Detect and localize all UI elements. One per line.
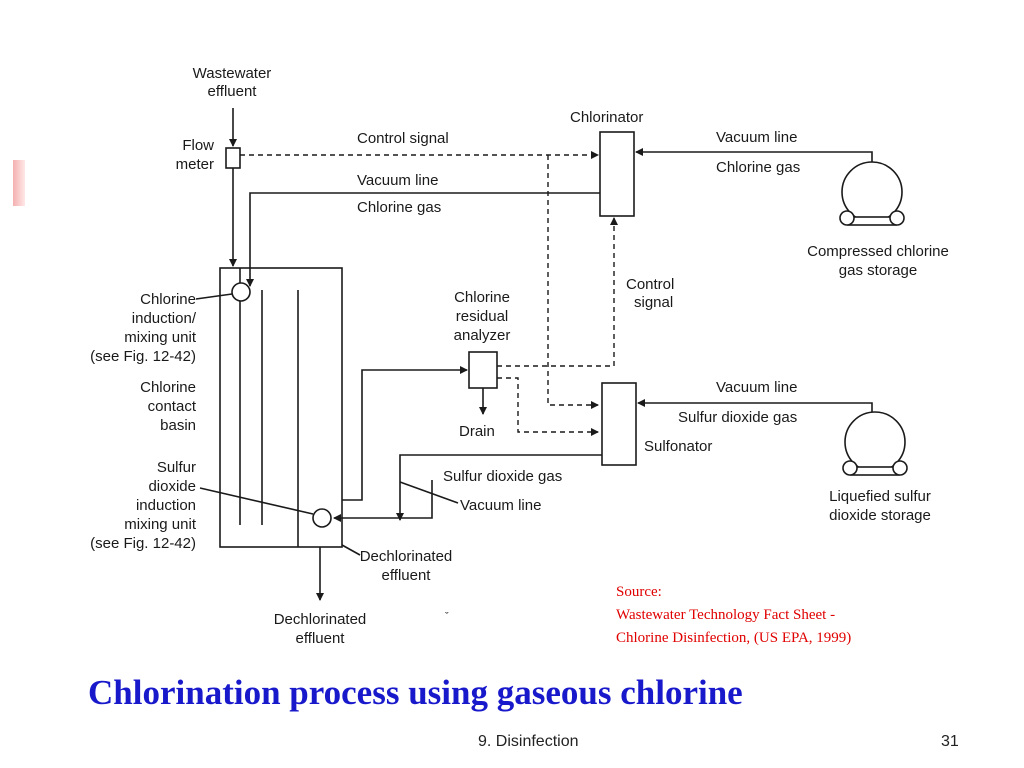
- svg-text:effluent: effluent: [208, 83, 258, 100]
- svg-text:induction/: induction/: [132, 310, 197, 327]
- label-so2-gas-right: Sulfur dioxide gas: [678, 409, 797, 426]
- label-chlorine-gas-right: Chlorine gas: [716, 159, 800, 176]
- svg-text:dioxide storage: dioxide storage: [829, 507, 931, 524]
- svg-text:ˇ: ˇ: [445, 611, 449, 623]
- svg-text:basin: basin: [160, 417, 196, 434]
- label-drain: Drain: [459, 423, 495, 440]
- svg-text:effluent: effluent: [296, 630, 346, 647]
- label-vacuum-line-so2: Vacuum line: [716, 379, 797, 396]
- chlorine-residual-analyzer: [468, 351, 498, 389]
- label-vacuum-line-cl: Vacuum line: [716, 129, 797, 146]
- source-citation: Source: Wastewater Technology Fact Sheet…: [616, 581, 976, 650]
- label-wastewater-effluent: Wastewater: [193, 65, 272, 82]
- source-line-1: Wastewater Technology Fact Sheet -: [616, 607, 836, 623]
- label-vacuum-line-bottom: Vacuum line: [460, 497, 541, 514]
- label-chlorinator: Chlorinator: [570, 109, 643, 126]
- svg-text:analyzer: analyzer: [454, 327, 511, 344]
- svg-text:signal: signal: [634, 294, 673, 311]
- label-residual-analyzer: Chlorine: [454, 289, 510, 306]
- svg-text:contact: contact: [148, 398, 197, 415]
- sulfur-dioxide-induction-unit: [312, 508, 332, 528]
- svg-text:induction: induction: [136, 497, 196, 514]
- label-control-signal-mid: Control: [626, 276, 674, 293]
- chlorinator: [599, 131, 635, 217]
- svg-text:dioxide: dioxide: [148, 478, 196, 495]
- source-line-2: Chlorine Disinfection, (US EPA, 1999): [616, 630, 852, 646]
- source-label: Source:: [616, 584, 662, 600]
- svg-text:Flow: Flow: [182, 137, 214, 154]
- chlorine-storage-tank: [839, 161, 905, 226]
- label-dechlorinated-effluent-mid: Dechlorinated: [360, 548, 453, 565]
- label-contact-basin: Chlorine: [140, 379, 196, 396]
- sulfonator: [601, 382, 637, 466]
- page-number: 31: [941, 733, 959, 750]
- svg-text:gas storage: gas storage: [839, 262, 917, 279]
- label-control-signal-top: Control signal: [357, 130, 449, 147]
- label-chlorine-induction: Chlorine: [140, 291, 196, 308]
- contact-basin: [219, 267, 343, 548]
- svg-text:Wastewater: Wastewater: [193, 65, 272, 82]
- label-so2-gas-left: Sulfur dioxide gas: [443, 468, 562, 485]
- slide-title: Chlorination process using gaseous chlor…: [88, 673, 743, 712]
- label-liquefied-storage: Liquefied sulfur: [829, 488, 931, 505]
- svg-text:effluent: effluent: [382, 567, 432, 584]
- svg-text:mixing unit: mixing unit: [124, 329, 197, 346]
- label-sulfonator: Sulfonator: [644, 438, 712, 455]
- svg-text:(see Fig. 12-42): (see Fig. 12-42): [90, 535, 196, 552]
- chlorine-induction-unit: [231, 282, 251, 302]
- label-flow-meter: Flow: [182, 137, 214, 154]
- label-compressed-storage: Compressed chlorine: [807, 243, 949, 260]
- label-vacuum-line-top: Vacuum line: [357, 172, 438, 189]
- svg-text:residual: residual: [456, 308, 509, 325]
- label-chlorine-gas-left: Chlorine gas: [357, 199, 441, 216]
- slide-accent-bar: [13, 160, 25, 206]
- sulfur-dioxide-storage-tank: [842, 411, 908, 476]
- svg-text:meter: meter: [176, 156, 214, 173]
- svg-text:(see Fig. 12-42): (see Fig. 12-42): [90, 348, 196, 365]
- flow-meter: [225, 147, 241, 169]
- label-so2-induction: Sulfur: [157, 459, 196, 476]
- label-dechlorinated-effluent-bottom: Dechlorinated: [274, 611, 367, 628]
- svg-text:mixing unit: mixing unit: [124, 516, 197, 533]
- footer-section: 9. Disinfection: [478, 733, 579, 750]
